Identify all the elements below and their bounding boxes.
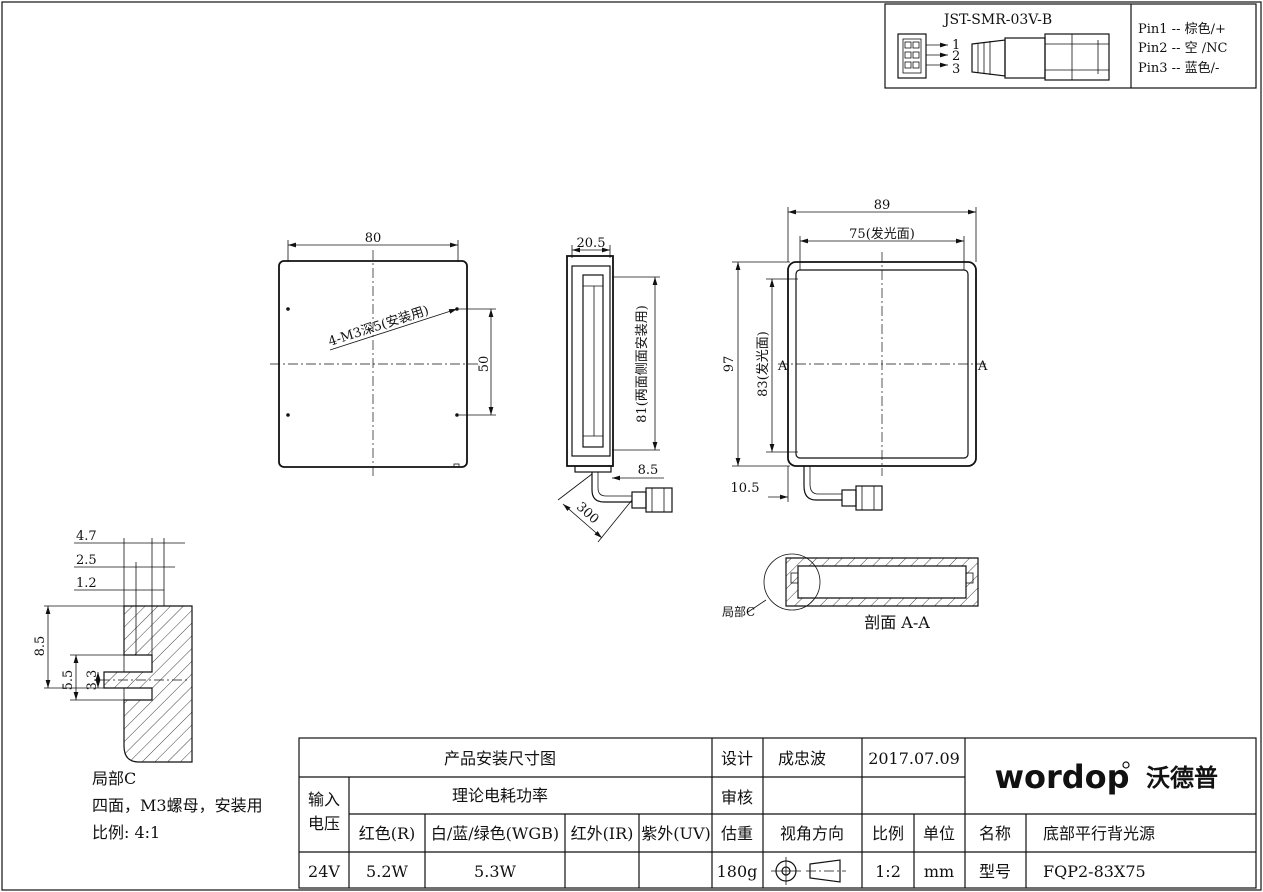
side-cable-offset-dim: 8.5 xyxy=(638,463,659,478)
emitting-face-view: A A 89 75(发光面) 97 83(发光面) 10.5 xyxy=(722,198,988,511)
voltage-value: 24V xyxy=(308,862,340,881)
emitting-width-dim: 75(发光面) xyxy=(849,226,915,242)
pin1-desc: Pin1 -- 棕色/+ xyxy=(1138,21,1226,37)
unit-label: 单位 xyxy=(923,824,955,843)
projection-symbol-icon xyxy=(771,857,846,885)
col-ir: 红外(IR) xyxy=(571,824,634,843)
voltage-label: 输入电压 xyxy=(308,790,341,833)
detail-dim-8-5: 8.5 xyxy=(33,636,48,657)
detail-dim-1-2: 1.2 xyxy=(76,576,97,591)
scale-value: 1:2 xyxy=(875,862,901,881)
connector-housing-icon xyxy=(971,33,1110,81)
detail-dim-5-5: 5.5 xyxy=(61,670,76,691)
brand-registered-icon xyxy=(1122,761,1130,769)
col-red: 红色(R) xyxy=(359,824,416,843)
pin-number-3: 3 xyxy=(952,62,960,77)
connector-icon xyxy=(897,33,948,79)
detail-dim-2-5: 2.5 xyxy=(76,553,97,568)
pin3-desc: Pin3 -- 蓝色/- xyxy=(1138,60,1219,76)
detail-dim-4-7: 4.7 xyxy=(76,529,97,544)
outer-height-dim: 97 xyxy=(722,356,737,373)
pin2-desc: Pin2 -- 空 /NC xyxy=(1138,41,1227,56)
section-a-a: 局部C 剖面 A-A xyxy=(722,553,979,632)
right-cable-offset-dim: 10.5 xyxy=(731,481,760,496)
side-thickness-dim: 20.5 xyxy=(577,236,606,251)
section-mark-right: A xyxy=(977,359,988,374)
detail-caption-scale: 比例: 4:1 xyxy=(92,823,160,842)
brand-logo-chinese: 沃德普 xyxy=(1146,764,1218,792)
power-wgb-value: 5.3W xyxy=(474,862,516,881)
detail-c: 4.7 2.5 1.2 8.5 5.5 3.3 局部C 四面，M3螺母，安装用 … xyxy=(33,529,263,842)
detail-caption-note: 四面，M3螺母，安装用 xyxy=(92,796,263,815)
product-name: 底部平行背光源 xyxy=(1043,824,1155,843)
view-direction-label: 视角方向 xyxy=(780,824,844,843)
col-uv: 紫外(UV) xyxy=(641,824,711,843)
cable-length-dim: 300 xyxy=(573,500,601,528)
hole-spacing-dim: 50 xyxy=(477,356,492,373)
hole-note: 4-M3深5(安装用) xyxy=(327,303,431,350)
drawing-title: 产品安装尺寸图 xyxy=(444,749,556,768)
weight-value: 180g xyxy=(717,862,758,881)
name-label: 名称 xyxy=(979,824,1011,843)
connector-model: JST-SMR-03V-B xyxy=(942,12,1052,28)
side-view: 20.5 81(两面侧面安装用) 8.5 300 xyxy=(557,236,673,543)
designer-name: 成忠波 xyxy=(778,749,826,768)
title-block: 产品安装尺寸图 设计 成忠波 2017.07.09 wordop 沃德普 理论电… xyxy=(298,737,1257,889)
detail-dim-3-3: 3.3 xyxy=(85,670,100,691)
drawing-date: 2017.07.09 xyxy=(868,749,960,768)
model-value: FQP2-83X75 xyxy=(1043,862,1146,881)
design-label: 设计 xyxy=(721,749,753,768)
review-label: 审核 xyxy=(721,788,753,807)
front-width-dim: 80 xyxy=(365,231,382,246)
emitting-height-dim: 83(发光面) xyxy=(755,331,771,397)
col-wgb: 白/蓝/绿色(WGB) xyxy=(431,824,559,843)
weight-label: 估重 xyxy=(721,824,753,843)
pin-number-2: 2 xyxy=(952,49,960,64)
voltage-label-cell: 输入电压 xyxy=(308,790,341,833)
section-title: 剖面 A-A xyxy=(864,613,930,632)
unit-value: mm xyxy=(924,862,954,881)
side-mount-dim: 81(两面侧面安装用) xyxy=(635,305,650,423)
scale-label: 比例 xyxy=(872,824,904,843)
detail-c-callout: 局部C xyxy=(722,604,755,619)
model-label: 型号 xyxy=(979,862,1011,881)
connector-box: JST-SMR-03V-B 1 2 3 Pin1 -- xyxy=(884,3,1257,89)
front-view: 80 50 4-M3深5(安装用) xyxy=(270,231,496,478)
brand-logo-latin: wordop xyxy=(994,758,1129,796)
power-header: 理论电耗功率 xyxy=(452,786,548,805)
detail-caption-title: 局部C xyxy=(92,769,136,788)
power-red-value: 5.2W xyxy=(366,862,408,881)
section-mark-left: A xyxy=(777,359,788,374)
outer-width-dim: 89 xyxy=(874,198,891,213)
pin-number-1: 1 xyxy=(952,38,960,53)
